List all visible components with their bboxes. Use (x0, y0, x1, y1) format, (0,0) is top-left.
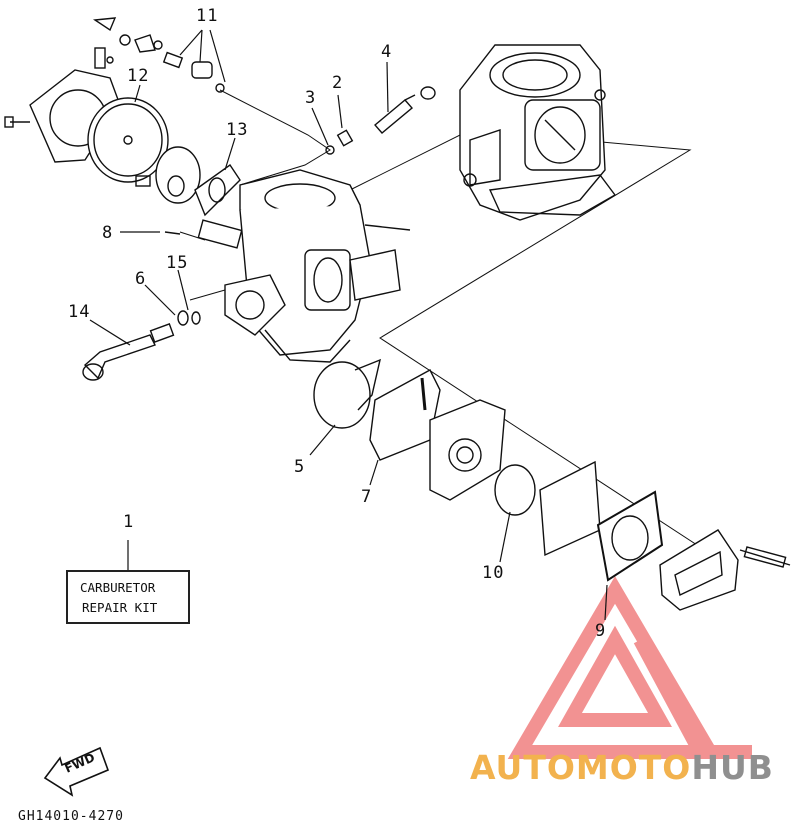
screw-8 (164, 231, 181, 235)
watermark-text: AUTOMOTOHUB (470, 748, 774, 787)
callout-12: 12 (127, 66, 150, 86)
callout-4: 4 (381, 42, 393, 62)
gasket-9 (596, 490, 664, 582)
callout-6: 6 (135, 269, 147, 289)
gasket-thin (539, 460, 601, 557)
callout-3: 3 (305, 88, 317, 108)
callout-5: 5 (294, 457, 306, 477)
diagram-code: GH14010-4270 (18, 809, 124, 824)
pump-cover (659, 529, 791, 611)
watermark-logo (507, 576, 752, 759)
diaphragm-5 (313, 358, 381, 429)
watermark-part2: HUB (691, 748, 774, 787)
pump-body-middle (429, 399, 506, 501)
small-parts-11 (92, 17, 225, 93)
callout-14: 14 (68, 302, 91, 322)
pump-body (135, 146, 201, 204)
callout-10: 10 (482, 563, 505, 583)
callout-15: 15 (166, 253, 189, 273)
gasket-13 (194, 164, 241, 217)
carburetor-body (197, 169, 411, 363)
callout-1: 1 (123, 512, 135, 532)
callout-leaders (89, 29, 608, 621)
kit-line-2: REPAIR KIT (82, 600, 158, 615)
callout-7: 7 (361, 487, 373, 507)
idle-screw-parts (82, 310, 201, 381)
carburetor-right (459, 44, 617, 221)
kit-line-1: CARBURETOR (80, 580, 156, 595)
callout-13: 13 (226, 120, 249, 140)
callout-8: 8 (102, 223, 114, 243)
diaphragm-10 (494, 464, 536, 516)
callout-11: 11 (196, 6, 219, 26)
callout-2: 2 (332, 73, 344, 93)
callout-9: 9 (595, 621, 607, 641)
repair-kit-label: CARBURETOR REPAIR KIT (66, 570, 190, 624)
watermark-part1: AUTOMOTO (470, 748, 692, 787)
diaphragm (87, 97, 169, 183)
jet-parts (325, 86, 436, 155)
fwd-arrow (43, 746, 110, 797)
